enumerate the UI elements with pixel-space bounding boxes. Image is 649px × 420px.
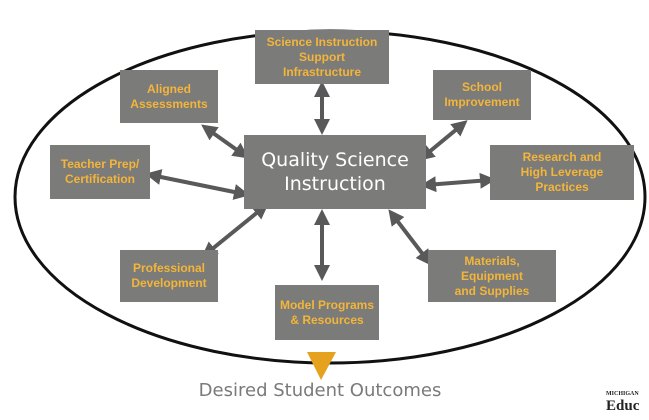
node-science-instruction-support: Science Instruction Support Infrastructu…	[255, 30, 389, 84]
arrow-research	[420, 172, 496, 193]
desired-outcomes-label: Desired Student Outcomes	[198, 380, 442, 401]
node-teacher-prep: Teacher Prep/ Certification	[50, 145, 150, 199]
arrow-teacher-prep	[145, 169, 250, 200]
node-research-practices: Research and High Leverage Practices	[490, 145, 634, 200]
connector-arrows	[145, 81, 496, 281]
outcome-arrow	[307, 352, 336, 380]
node-school-improvement: School Improvement	[433, 70, 531, 120]
logo-line-2: Educ	[606, 398, 640, 414]
arrow-school-improvement	[418, 120, 468, 161]
michigan-education-logo: MICHIGAN Educ	[606, 391, 649, 420]
node-aligned-assessments: Aligned Assessments	[120, 70, 218, 123]
arrow-materials	[388, 209, 432, 266]
logo-line-1: MICHIGAN	[606, 391, 639, 397]
node-professional-development: Professional Development	[120, 250, 218, 302]
center-node: Quality Science Instruction	[244, 135, 426, 209]
arrow-aligned-assessments	[201, 124, 249, 159]
arrow-professional-development	[201, 203, 269, 258]
node-model-programs: Model Programs & Resources	[275, 285, 379, 340]
node-materials-equipment: Materials, Equipment and Supplies	[428, 250, 556, 302]
